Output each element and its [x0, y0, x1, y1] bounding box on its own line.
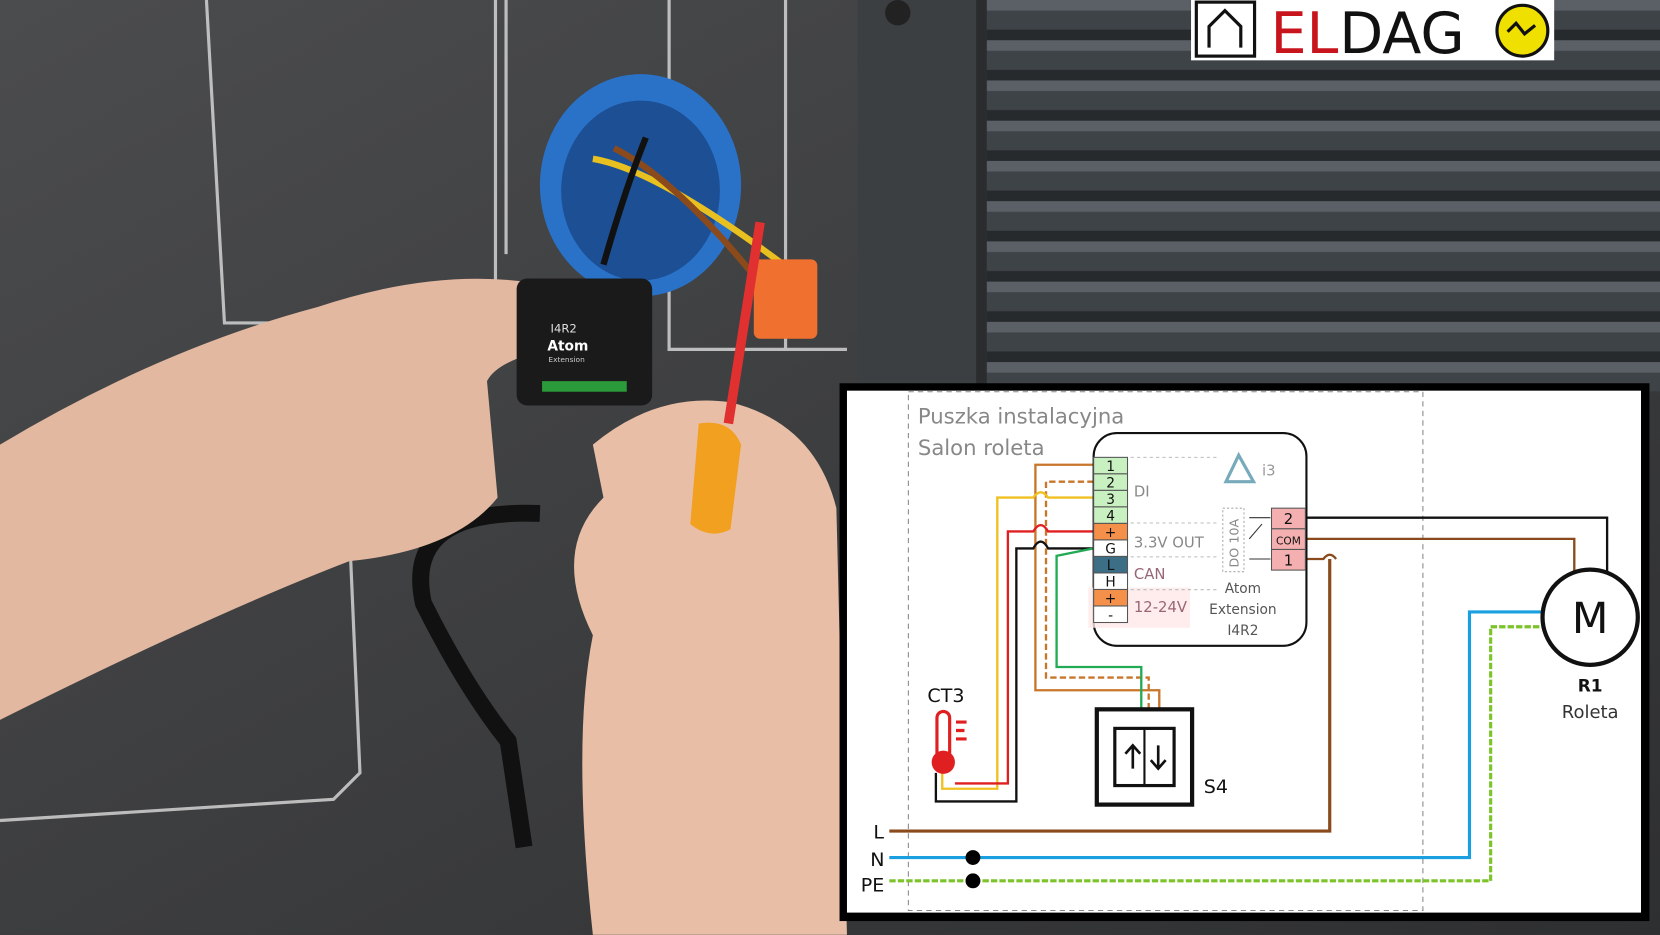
label: Atom	[547, 338, 588, 354]
label: Puszka instalacyjna	[918, 403, 1124, 428]
terminal-label: +	[1105, 525, 1117, 541]
relay-terminal-label: 2	[1284, 511, 1293, 528]
relay-terminal-label: COM	[1276, 536, 1301, 548]
label: M	[1572, 594, 1609, 643]
label: Extension	[548, 355, 585, 364]
label: CT3	[927, 685, 964, 707]
label: i3	[1262, 462, 1276, 479]
label: 12-24V	[1134, 599, 1188, 616]
label: L	[873, 821, 884, 843]
label: DAG	[1339, 1, 1464, 67]
right-hand	[574, 400, 847, 935]
relay-terminal	[1270, 548, 1306, 571]
terminal-label: 4	[1106, 509, 1115, 525]
label: N	[870, 849, 884, 871]
atom-module	[516, 278, 653, 406]
label: Extension	[1209, 602, 1277, 618]
label: Salon roleta	[918, 435, 1045, 460]
i3-logo-icon	[1223, 451, 1257, 484]
up-down-arrows-icon	[1124, 743, 1167, 771]
left-hand	[0, 278, 572, 720]
wiring-diagram: Puszka instalacyjna Salon roleta L N PE …	[839, 383, 1650, 922]
label: Roleta	[1562, 702, 1619, 723]
wago-connectors	[753, 259, 818, 339]
label: CAN	[1134, 566, 1166, 583]
terminal-label: 2	[1106, 476, 1115, 492]
relay-terminal-label: 1	[1284, 552, 1293, 569]
label: I4R2	[1227, 623, 1258, 639]
label: Atom	[1225, 581, 1261, 597]
relay-contact-icon	[1248, 517, 1271, 560]
terminal-label: -	[1108, 608, 1113, 624]
label: PE	[861, 874, 885, 896]
terminal	[1093, 605, 1129, 624]
screwdriver-shaft	[723, 221, 765, 425]
label: EL	[1270, 1, 1338, 67]
terminal-label: 3	[1106, 492, 1115, 508]
terminal-label: L	[1107, 558, 1115, 574]
motor-r1	[1540, 567, 1640, 667]
terminal-label: H	[1105, 575, 1115, 591]
thermometer-icon	[931, 709, 967, 774]
install-box	[907, 391, 1424, 912]
label: DO 10A	[1227, 519, 1242, 568]
label: S4	[1204, 776, 1228, 798]
terminal-label: 1	[1106, 459, 1115, 475]
window-frame	[857, 0, 987, 392]
label: 3.3V OUT	[1134, 534, 1205, 551]
label: R1	[1578, 675, 1603, 695]
label: I4R2	[551, 321, 577, 335]
terminal-label: +	[1105, 591, 1117, 607]
roller-shutter	[984, 0, 1660, 392]
label: DI	[1134, 484, 1150, 501]
terminal-label: G	[1105, 542, 1116, 558]
screwdriver-handle	[690, 422, 742, 534]
eldago-logo: EL DAG	[1191, 0, 1555, 67]
